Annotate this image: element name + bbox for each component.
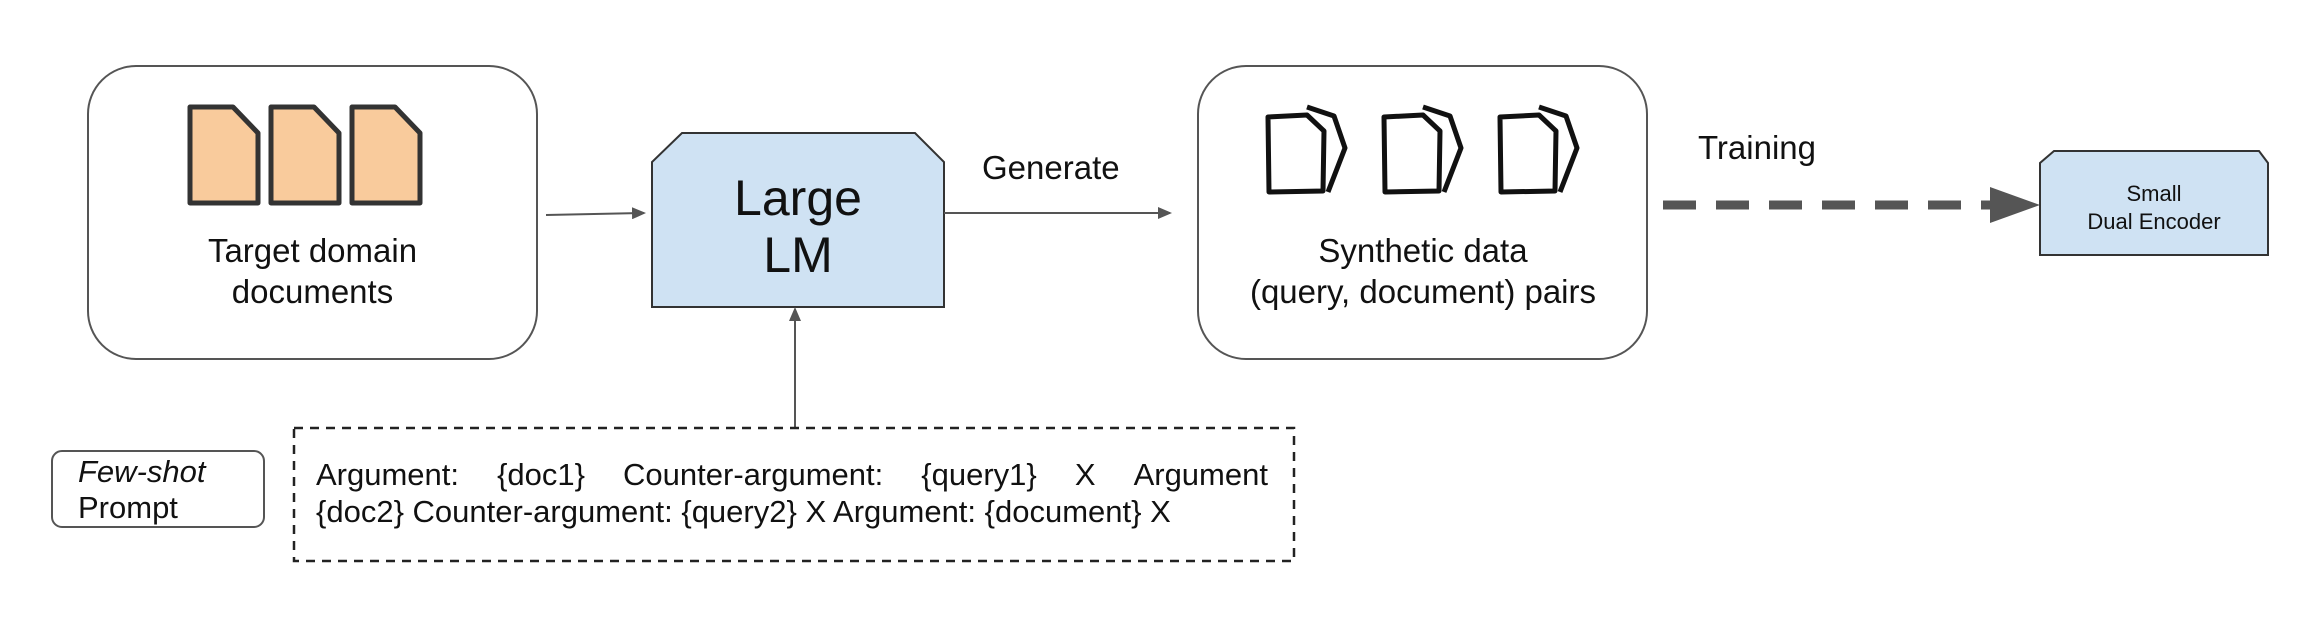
target-docs-line2: documents: [231, 273, 394, 310]
prompt-token: Argument:: [316, 457, 460, 492]
dual-encoder-label: Small Dual Encoder: [2040, 180, 2268, 236]
query-document-pair-icon: [1381, 104, 1464, 195]
synthetic-data-label: Synthetic data (query, document) pairs: [1208, 230, 1638, 312]
prompt-token: Counter-argument:: [623, 457, 884, 492]
synthetic-line1: Synthetic data: [1318, 232, 1528, 269]
prompt-template-text: Argument: {doc1} Counter-argument: {quer…: [316, 456, 1272, 530]
prompt-template-box: [292, 426, 1296, 563]
synthetic-data-box: [1197, 65, 1648, 360]
dual-encoder-line1: Small: [2126, 181, 2182, 206]
prompt-line-2: {doc2} Counter-argument: {query2} X Argu…: [316, 494, 1171, 529]
target-docs-line1: Target domain: [207, 232, 418, 269]
large-lm-node: [651, 132, 945, 308]
document-icon: [268, 104, 342, 206]
training-arrowhead: [1990, 187, 2040, 223]
target-docs-label: Target domain documents: [120, 230, 505, 312]
synthetic-pair-icons: [1265, 104, 1580, 195]
prompt-line-1: Argument: {doc1} Counter-argument: {quer…: [316, 456, 1268, 493]
generate-label: Generate: [982, 149, 1120, 186]
few-shot-italic: Few-shot: [78, 454, 206, 489]
arrow-docs-to-lm: [545, 207, 646, 220]
synthetic-line2: (query, document) pairs: [1249, 273, 1597, 310]
prompt-token: {query1}: [921, 457, 1037, 492]
few-shot-plain: Prompt: [78, 490, 178, 525]
dual-encoder-line2: Dual Encoder: [2087, 209, 2221, 234]
query-document-pair-icon: [1497, 104, 1580, 195]
document-icon: [349, 104, 423, 206]
dual-encoder-node: [2039, 150, 2269, 256]
large-lm-label: Large LM: [652, 170, 944, 284]
large-lm-line2: LM: [763, 227, 833, 283]
prompt-token: {doc1}: [497, 457, 585, 492]
few-shot-box: [51, 450, 265, 528]
prompt-token: Argument: [1133, 457, 1268, 492]
training-label: Training: [1698, 129, 1816, 166]
large-lm-line1: Large: [734, 170, 862, 226]
few-shot-label: Few-shot Prompt: [78, 454, 205, 526]
document-icons: [187, 104, 423, 206]
prompt-token: X: [1074, 457, 1096, 492]
query-document-pair-icon: [1265, 104, 1348, 195]
document-icon: [187, 104, 261, 206]
